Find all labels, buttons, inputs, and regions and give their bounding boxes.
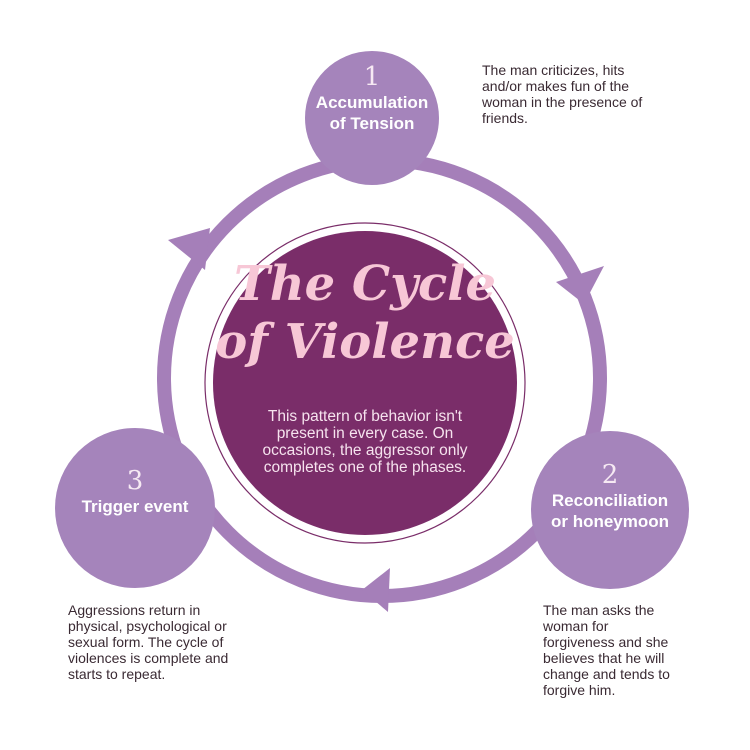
arrow-head-right (556, 266, 604, 304)
phase-circle-3 (55, 428, 215, 588)
arrow-head-left (168, 228, 210, 270)
phase-1-description: The man criticizes, hits and/or makes fu… (482, 62, 643, 126)
phase-number: 3 (126, 466, 144, 496)
phase-1: 1 Accumulation of Tension (302, 62, 442, 134)
arrow-head-bottom (362, 568, 390, 612)
phase-name: or honeymoon (550, 512, 670, 531)
phase-3-description: Aggressions return in physical, psycholo… (68, 602, 229, 682)
center-circle (213, 231, 517, 535)
title-line-2: of Violence (215, 314, 515, 370)
diagram-title: The Cycle of Violence (205, 255, 525, 371)
center-note: This pattern of behavior isn't present i… (262, 408, 468, 476)
phase-3: 3 Trigger event (55, 466, 215, 517)
phase-name: Trigger event (81, 497, 189, 516)
phase-number: 2 (601, 460, 619, 490)
title-line-1: The Cycle (234, 256, 496, 312)
phase-name: Reconciliation (551, 491, 669, 510)
phase-2: 2 Reconciliation or honeymoon (530, 460, 690, 532)
phase-name: of Tension (329, 114, 415, 133)
phase-number: 1 (363, 62, 381, 92)
phase-circle-2 (531, 431, 689, 589)
phase-2-description: The man asks the woman for forgiveness a… (543, 602, 670, 698)
phase-circle-1 (305, 51, 439, 185)
phase-name: Accumulation (315, 93, 429, 112)
